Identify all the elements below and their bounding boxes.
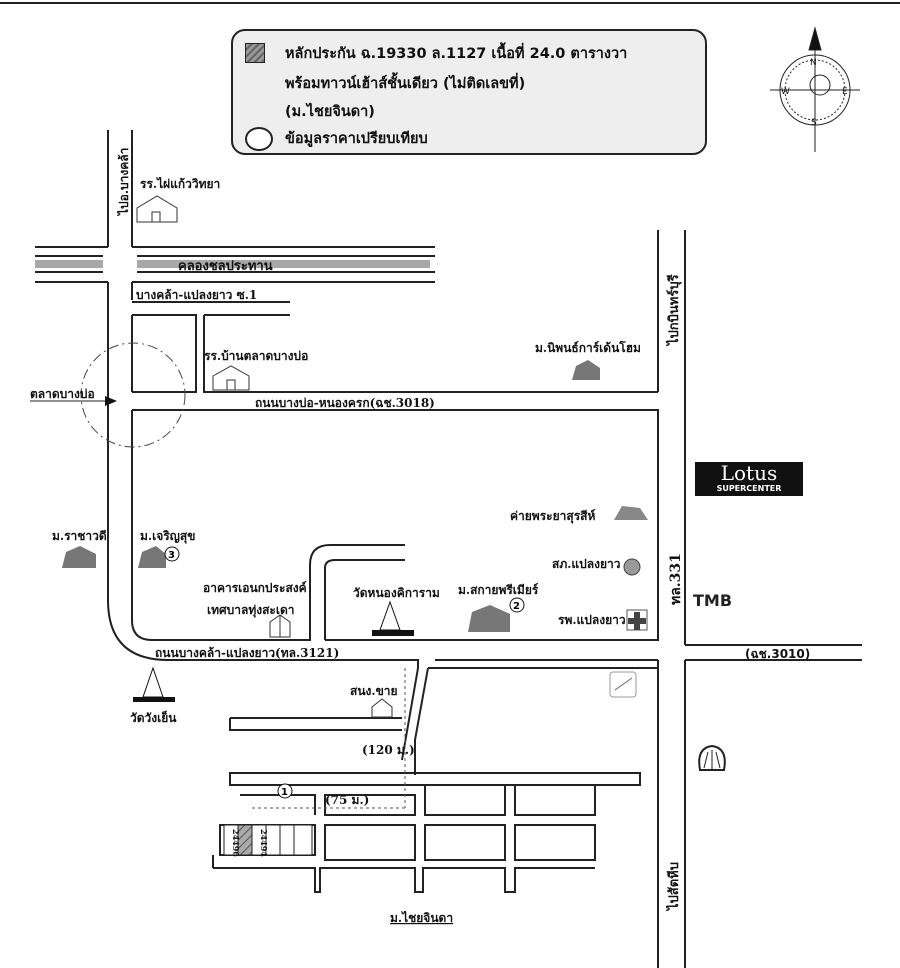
label-school: รร.บ้านตลาดบางบ่อ: [204, 349, 308, 363]
label-soi1: บางคล้า-แปลงยาว ซ.1: [136, 288, 257, 302]
canal-banks: [35, 246, 435, 283]
label-to-sattahip: ไปสัตหีบ: [665, 862, 682, 912]
tank-icon: [614, 506, 648, 520]
school-icon: [136, 195, 178, 223]
market-circle: [80, 342, 186, 448]
road-inner-temple: [324, 559, 405, 640]
label-temple: วัดวังเย็น: [130, 710, 177, 725]
soi1-road: [132, 301, 658, 393]
label-distance: (75 ม.): [325, 793, 369, 807]
comparison-marker-3: [164, 546, 180, 562]
svg-text:3: 3: [168, 550, 175, 561]
comparison-marker-1: [277, 783, 293, 799]
road-left-inner: [131, 130, 405, 641]
soi-roads: [229, 717, 641, 786]
label-village: ม.ราชาวดี: [52, 529, 107, 543]
legend-collateral-line3: (ม.ไชยจินดา): [285, 104, 375, 120]
svg-text:S: S: [811, 118, 817, 128]
hatch-swatch-icon: [245, 43, 265, 63]
temple-icon: [372, 600, 414, 636]
svg-text:E: E: [842, 87, 848, 97]
label-market: ตลาดบางบ่อ: [30, 387, 95, 401]
label-hwy331: ทล.331: [668, 553, 684, 605]
highway-331: [657, 230, 686, 968]
circle-swatch-icon: [245, 127, 273, 151]
shell-icon: [698, 744, 726, 771]
canal-water: [137, 260, 430, 268]
label-distance: (120 ม.): [362, 743, 415, 757]
comparison-marker-2: [509, 597, 525, 613]
legend-collateral-line1: หลักประกัน ฉ.19330 ล.1127 เนื้อที่ 24.0 …: [285, 46, 628, 62]
label-road-bangbo: ถนนบางบ่อ-หนองครก(ฉช.3018): [255, 396, 435, 410]
village-icon: [468, 605, 510, 632]
village-icon: [572, 360, 600, 380]
plot-number: 24496: [231, 829, 241, 857]
tmb-logo: TMB: [693, 591, 732, 610]
label-sales-office: สนง.ขาย: [350, 684, 398, 698]
label-temple: วัดหนองคิการาม: [353, 586, 440, 600]
label-to-kabin: ไปกบินทร์บุรี: [665, 274, 682, 347]
hospital-icon: [626, 609, 648, 631]
distance-lines: [252, 668, 406, 809]
school-icon: [212, 365, 250, 391]
label-village: ม.นิพนธ์การ์เด้นโฮม: [535, 340, 641, 355]
road-left-outer: [107, 130, 419, 761]
compass-icon: N S W E: [770, 26, 860, 152]
label-building: อาคารเอนกประสงค์: [203, 581, 307, 595]
label-village: ม.สกายพรีเมียร์: [458, 583, 539, 597]
building-icon: [269, 614, 291, 638]
road-bangbo: [132, 409, 659, 641]
label-hospital: รพ.แปลงยาว: [558, 613, 626, 627]
label-canal: คลองชลประทาน: [178, 259, 273, 274]
label-road-3121: ถนนบางคล้า-แปลงยาว(ทล.3121): [155, 646, 339, 660]
label-building: เทศบาลทุ่งสะเดา: [207, 603, 295, 618]
temple-icon: [133, 666, 175, 702]
label-camp: ค่ายพระยาสุรสีห์: [510, 509, 595, 524]
label-road-3010: (ฉช.3010): [745, 647, 810, 661]
label-village: ม.ไชยจินดา: [390, 910, 453, 925]
honda-logo: [609, 671, 637, 698]
label-school: รร.ไผ่แก้ววิทยา: [140, 176, 220, 191]
canal-water: [35, 260, 103, 268]
legend-comparison: ข้อมูลราคาเปรียบเทียบ: [285, 131, 428, 147]
village-icon: [62, 546, 96, 568]
roads: [35, 130, 862, 968]
road-3121-south: [414, 659, 658, 775]
label-to-bang-khla: ไปอ.บางคล้า: [116, 148, 131, 217]
svg-text:N: N: [810, 58, 817, 68]
legend-collateral-line2: พร้อมทาวน์เฮ้าส์ชั้นเดียว (ไม่ติดเลขที่): [285, 76, 526, 92]
plot-number: 24494: [259, 829, 269, 857]
lotus-logo: Lotus SUPERCENTER: [695, 462, 803, 496]
svg-text:2: 2: [513, 601, 520, 612]
svg-text:W: W: [781, 87, 790, 97]
legend-box: หลักประกัน ฉ.19330 ล.1127 เนื้อที่ 24.0 …: [231, 29, 707, 155]
road-3010: [685, 644, 862, 661]
house-icon: [371, 698, 393, 718]
police-icon: [623, 558, 641, 576]
village-icon: [138, 546, 166, 568]
label-police: สภ.แปลงยาว: [552, 557, 621, 571]
svg-text:1: 1: [281, 787, 288, 798]
label-village: ม.เจริญสุข: [140, 529, 195, 544]
lot-strip: [223, 824, 313, 856]
